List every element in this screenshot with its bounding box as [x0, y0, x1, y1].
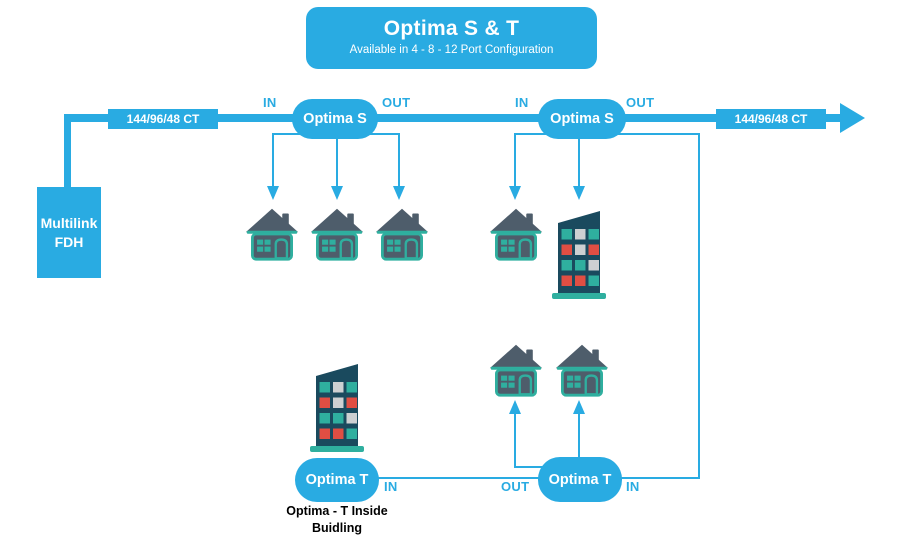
optima-s1-out-label: OUT [382, 95, 411, 110]
arrow-up-icon [509, 400, 521, 414]
connector-line [514, 133, 516, 186]
arrow-down-icon [331, 186, 343, 200]
ct-label-left: 144/96/48 CT [108, 109, 218, 129]
optima-s1-label: Optima S [303, 111, 367, 127]
caption-line2: Buidling [312, 520, 362, 535]
optima-s2-in-label: IN [515, 95, 529, 110]
optima-t-left-label: Optima T [305, 472, 369, 488]
house-icon [375, 208, 429, 261]
optima-s1-node: Optima S [292, 99, 378, 139]
arrow-up-icon [573, 400, 585, 414]
connector-line [514, 414, 516, 467]
connector-line [621, 477, 699, 479]
multilink-fdh-node: Multilink FDH [37, 187, 101, 278]
page-title: Optima S & T [383, 17, 520, 40]
building-icon [552, 211, 606, 299]
connector-line [578, 139, 580, 186]
house-icon [489, 344, 543, 397]
connector-line [514, 466, 545, 468]
ct-label-right: 144/96/48 CT [716, 109, 826, 129]
optima-t-right-out-label: OUT [501, 479, 530, 494]
arrow-down-icon [509, 186, 521, 200]
trunk-line-horizontal [64, 114, 844, 122]
optima-t-right-node: Optima T [538, 457, 622, 502]
fdh-label-line2: FDH [54, 233, 84, 250]
optima-s2-label: Optima S [550, 111, 614, 127]
arrow-down-icon [573, 186, 585, 200]
caption-line1: Optima - T Inside [286, 504, 388, 518]
trunk-line-vertical [64, 114, 71, 188]
connector-line [272, 133, 274, 186]
optima-t-right-label: Optima T [548, 471, 612, 488]
house-icon [310, 208, 364, 261]
arrow-down-icon [267, 186, 279, 200]
connector-line [698, 133, 700, 479]
building-icon [310, 364, 364, 452]
arrow-down-icon [393, 186, 405, 200]
optima-t-right-in-label: IN [626, 479, 640, 494]
house-icon [555, 344, 609, 397]
connector-line [578, 414, 580, 459]
fdh-label-line1: Multilink [40, 214, 98, 231]
optima-s1-in-label: IN [263, 95, 277, 110]
arrow-right-icon [840, 103, 865, 133]
optima-s2-node: Optima S [538, 99, 626, 139]
title-banner: Optima S & T Available in 4 - 8 - 12 Por… [306, 7, 597, 69]
optima-s2-out-label: OUT [626, 95, 655, 110]
connector-line [398, 133, 400, 186]
connector-line [336, 139, 338, 186]
page-subtitle: Available in 4 - 8 - 12 Port Configurati… [349, 44, 554, 56]
house-icon [245, 208, 299, 261]
connector-line [377, 477, 539, 479]
house-icon [489, 208, 543, 261]
optima-t-caption: Optima - T Inside Buidling [262, 503, 412, 537]
optima-t-left-in-label: IN [384, 479, 398, 494]
optima-t-left-node: Optima T [295, 458, 379, 502]
